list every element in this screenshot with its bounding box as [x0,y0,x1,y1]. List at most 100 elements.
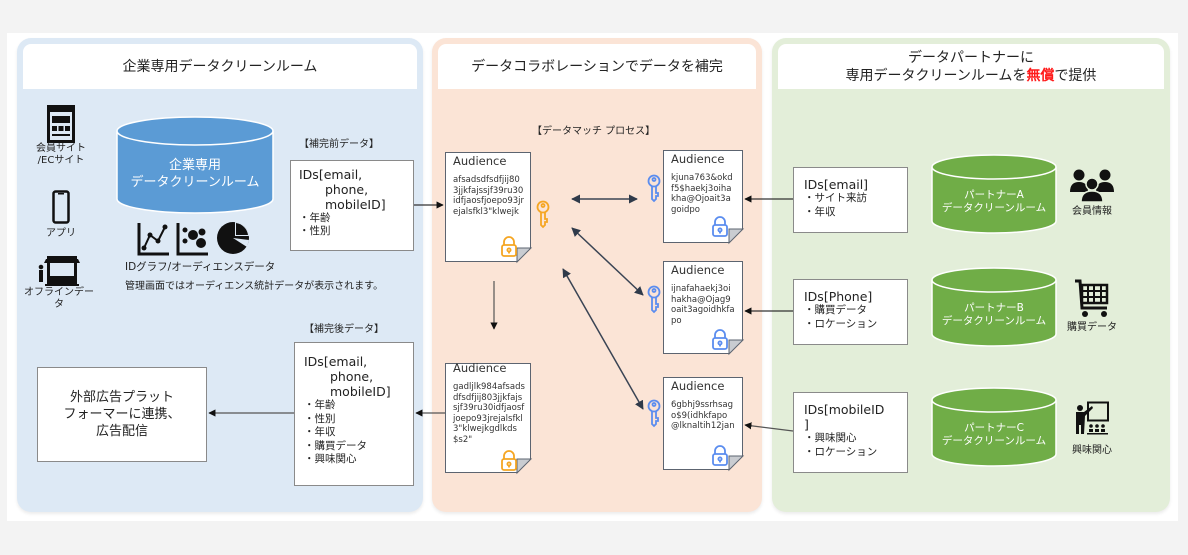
partner-a-ids-box: IDs[email] ・サイト来訪 ・年収 [793,167,908,233]
partner-c-cylinder: パートナーC データクリーンルーム [930,386,1058,468]
lock-icon [501,450,517,471]
doc-encrypted-text: afsadsdfsdfjij803jjkfajssjf39ru30idfjaos… [453,175,525,217]
key-icon [647,285,661,314]
after-data-box: IDs[email, phone, mobileID] ・年齢 ・性別 ・年収 … [294,342,414,486]
partner-c-audience-doc: Audience 6gbhj9ssrhsago$9(idhkfapo@lknal… [663,377,743,470]
doc-encrypted-text: 6gbhj9ssrhsago$9(idhkfapo@lknaltih12jan [671,400,735,431]
connectors-overlay [208,174,794,475]
enriched-audience-doc: Audience gadljlk984afsadsdfsdfjij803jjkf… [445,363,531,473]
partner-a-name: パートナーA [964,189,1024,201]
partner-a-ids: IDs[email] [804,177,869,192]
partner-c-name: パートナーC [964,422,1024,434]
after-attr-income: ・年収 [304,426,336,438]
doc-encrypted-text: ijnafahaekj3oihakha@Ojag9oait3agoidhkfap… [671,284,735,326]
data-match-process-label: 【データマッチ プロセス】 [532,126,656,137]
partner-a-icon-label: 会員情報 [1072,206,1112,217]
doc-title: Audience [453,154,507,168]
after-attr-interest: ・興味関心 [304,453,357,465]
partner-c-attr-interest: ・興味関心 [804,432,857,444]
before-attr-gender: ・性別 [299,225,331,237]
before-data-heading: 【補完前データ】 [299,139,379,150]
company-cylinder-line1: 企業専用 [168,158,221,173]
lock-icon [712,216,728,237]
external-ad-platform-box: 外部広告プラット フォーマーに連携、 広告配信 [37,367,207,462]
company-audience-doc: Audience afsadsdfsdfjij803jjkfajssjf39ru… [445,152,531,262]
partner-title-line2: 専用データクリーンルームを無償で提供 [846,67,1097,85]
after-ids-line1: IDs[email, [304,354,368,369]
external-line1: 外部広告プラット [69,390,174,405]
partner-c-cleanroom: データクリーンルーム [941,435,1047,447]
database-cylinder-icon [931,154,1057,234]
partner-panel-title: データパートナーに 専用データクリーンルームを無償で提供 [778,44,1164,89]
chart-caption: IDグラフ/オーディエンスデータ [125,261,276,273]
pie-chart-icon [217,222,249,254]
doc-title: Audience [671,152,725,166]
match-arrow-b [571,227,644,296]
source-offline: オフラインデー タ [21,253,97,311]
doc-title: Audience [453,361,507,375]
after-ids-line2: phone, [330,369,374,384]
partner-a-data-type: 会員情報 [1062,168,1122,218]
partner-c-ids-box: IDs[mobileID ] ・興味関心 ・ロケーション [793,392,908,473]
partner-c-attr-location: ・ロケーション [804,445,878,458]
partner-b-cylinder: パートナーB データクリーンルーム [930,266,1058,348]
title-post: で提供 [1054,67,1097,84]
source-website-label: 会員サイト /ECサイト [36,143,86,166]
partner-b-data-type: 購買データ [1060,278,1124,334]
before-ids-line2: phone, [325,182,369,197]
partner-c-ids: IDs[mobileID ] [804,402,885,432]
doc-title: Audience [671,379,725,393]
key-icon [647,399,661,428]
after-ids-line3: mobileID] [330,384,391,399]
key-icon [647,174,661,203]
doc-encrypted-text: kjuna763&okdf5$haekj3oihakha@Ojoait3agoi… [671,173,733,215]
doc-fold-corners [516,228,745,475]
before-data-box: IDs[email, phone, mobileID] ・年齢 ・性別 [290,160,414,251]
partner-a-audience-doc: Audience kjuna763&okdf5$haekj3oihakha@Oj… [663,150,743,243]
partner-a-cylinder: パートナーA データクリーンルーム [930,153,1058,235]
partner-title-line1: データパートナーに [908,49,1034,66]
doc-title: Audience [671,263,725,277]
after-data-heading: 【補完後データ】 [304,324,384,335]
partner-a-attr-income: ・年収 [804,205,836,218]
partner-b-cleanroom: データクリーンルーム [941,315,1047,327]
doc-encrypted-text: gadljlk984afsadsdfsdfjij803jjkfajssjf39r… [453,382,525,445]
people-group-icon [1070,169,1114,203]
company-cylinder-line2: データクリーンルーム [130,175,260,190]
company-panel-title: 企業専用データクリーンルーム [23,44,417,89]
database-cylinder-icon [116,116,274,214]
shopping-cart-icon [1075,279,1109,317]
title-pre: 専用データクリーンルームを [845,67,1027,84]
source-website: 会員サイト /ECサイト [31,105,91,167]
lock-icon [712,445,728,466]
title-emphasis-free: 無償 [1026,67,1055,84]
key-icon [536,200,550,229]
company-cleanroom-cylinder: 企業専用 データクリーンルーム [115,115,275,215]
arrow-partner-c-to-doc [744,422,794,432]
before-ids-line1: IDs[email, [299,167,363,182]
before-ids-line3: mobileID] [325,197,386,212]
source-app-label: アプリ [46,228,76,239]
presentation-icon [1076,401,1109,435]
smartphone-icon [52,190,70,224]
diagram-canvas: 企業専用データクリーンルーム 会員サイト /ECサイト アプリ [7,33,1178,521]
partner-a-cleanroom: データクリーンルーム [941,202,1047,214]
collaboration-panel-title: データコラボレーションでデータを補完 [438,44,756,89]
website-icon [47,105,75,143]
external-line2: フォーマーに連携、 [63,407,181,422]
source-offline-label: オフラインデー タ [24,287,94,310]
lock-icon [712,329,728,350]
before-attr-age: ・年齢 [299,212,331,224]
partner-a-attr-visit: ・サイト来訪 [804,192,867,204]
database-cylinder-icon [931,267,1057,347]
partner-b-ids: IDs[Phone] [804,289,873,304]
scatter-chart-icon [176,223,208,256]
line-chart-icon [137,223,169,256]
store-icon [38,256,80,286]
database-cylinder-icon [931,387,1057,467]
partner-b-icon-label: 購買データ [1067,322,1117,333]
partner-b-ids-box: IDs[Phone] ・購買データ ・ロケーション [793,279,908,345]
after-attr-age: ・年齢 [304,399,336,411]
partner-c-icon-label: 興味関心 [1072,445,1112,456]
partner-b-audience-doc: Audience ijnafahaekj3oihakha@Ojag9oait3a… [663,261,743,354]
